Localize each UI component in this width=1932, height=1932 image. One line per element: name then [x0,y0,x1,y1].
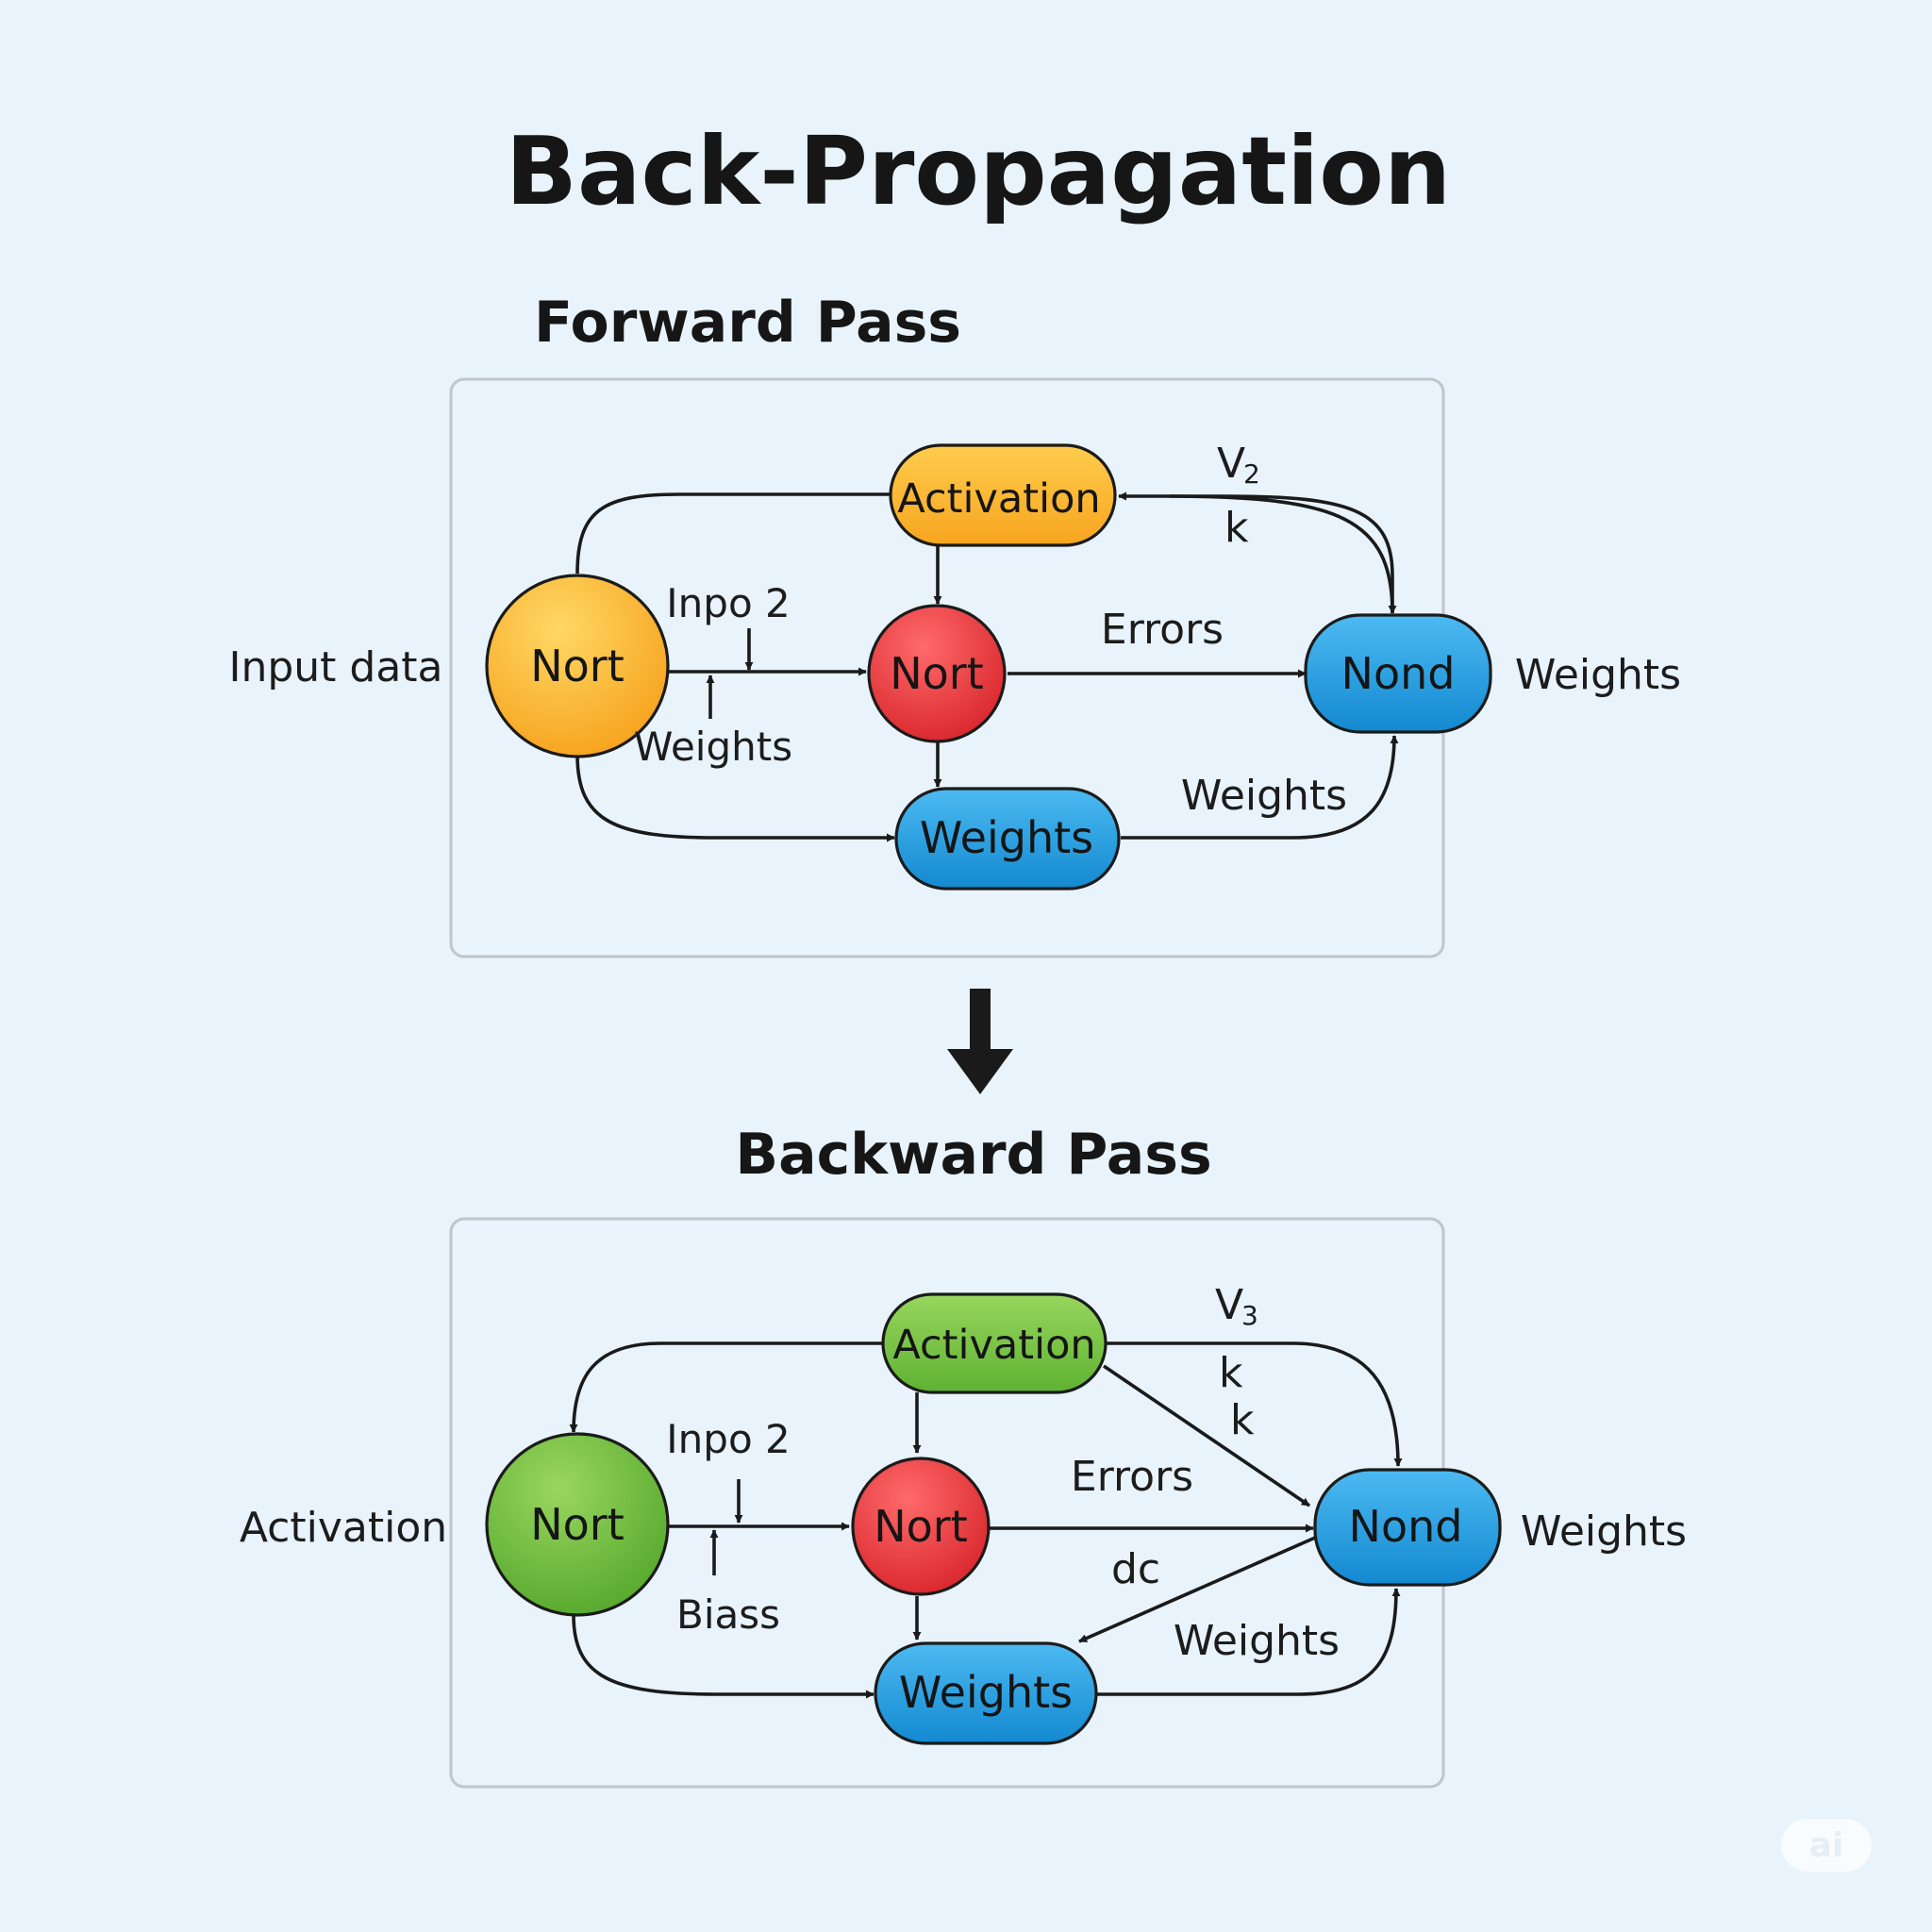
forward-activation-node [889,443,1117,547]
backward-input-node [485,1432,670,1617]
edge-activation-diagonal-to-output [1102,1364,1311,1507]
forward-pass-edges [575,491,1399,842]
backward-activation-node [881,1292,1108,1394]
backward-output-node [1313,1468,1502,1587]
watermark-badge: ai [1781,1819,1872,1872]
forward-side-right-label: Weights [1515,651,1681,699]
forward-k-label: k [1224,504,1249,552]
forward-output-node-label: Nond [1341,648,1456,699]
edge-output-to-weights-dc [1078,1536,1316,1643]
edge-activation-to-output [1118,491,1394,613]
backward-v-subscript: 3 [1241,1300,1258,1331]
forward-weights-node [894,787,1121,891]
forward-pass-nodes: Activation Nort Nort Nond Weights [485,443,1492,891]
forward-weights-right-label: Weights [1181,772,1347,820]
backward-pass-edges [569,1341,1403,1699]
forward-activation-label: Activation [897,475,1100,523]
edge-activation-to-output-top [1106,1341,1403,1467]
backward-input-node-label: Nort [530,1499,625,1550]
edge-input-to-activation [575,492,891,575]
backward-k-label-2: k [1230,1396,1255,1444]
forward-v-subscript: 2 [1243,458,1260,490]
transition-arrow-head [947,1049,1013,1094]
forward-inpo-label: Inpo 2 [666,580,790,626]
forward-pass-labels: Input data Weights V 2 k Inpo 2 Weights … [228,440,1681,820]
forward-hidden-node [867,604,1007,743]
forward-v-label: V [1217,440,1245,488]
forward-pass-heading: Forward Pass [534,290,961,356]
forward-errors-label: Errors [1101,606,1224,654]
transition-arrow [947,989,1013,1094]
backward-errors-label: Errors [1071,1453,1193,1501]
backward-inpo-label: Inpo 2 [666,1416,790,1462]
backward-hidden-node-label: Nort [874,1501,968,1552]
edge-input-to-weights-back [572,1614,874,1699]
forward-weights-small-label: Weights [634,724,792,770]
page-title: Back-Propagation [506,116,1451,226]
backward-pass-labels: Activation Weights V 3 k k Inpo 2 Biass … [240,1281,1687,1665]
backward-k-label-1: k [1219,1349,1243,1397]
backward-weights-node [874,1641,1098,1745]
backward-weights-right-label: Weights [1174,1617,1340,1665]
watermark-background [1781,1819,1872,1872]
forward-input-node [485,574,670,758]
backward-hidden-node [851,1457,991,1596]
backward-v-label: V [1215,1281,1243,1329]
transition-arrow-shaft [970,989,991,1055]
backward-weights-node-label: Weights [899,1667,1073,1718]
forward-output-node [1304,613,1492,734]
edge-input-to-weights [575,754,895,842]
edge-v2-to-output [1169,494,1397,614]
backward-side-right-label: Weights [1521,1507,1687,1556]
edge-weights-to-output [1121,735,1399,840]
forward-input-node-label: Nort [530,641,625,691]
watermark-text: ai [1809,1826,1844,1865]
backward-activation-label: Activation [892,1322,1095,1369]
edge-weights-to-output-back [1096,1588,1401,1696]
backward-pass-nodes: Activation Nort Nort Nond Weights [485,1292,1502,1745]
forward-side-left-label: Input data [228,643,442,691]
backward-dc-label: dc [1111,1545,1160,1593]
backward-side-left-label: Activation [240,1504,447,1552]
backward-output-node-label: Nond [1349,1501,1463,1552]
backward-pass-heading: Backward Pass [735,1122,1211,1188]
edge-activation-to-input [569,1341,885,1433]
forward-hidden-node-label: Nort [890,648,984,699]
backward-biass-label: Biass [676,1591,780,1638]
forward-weights-node-label: Weights [920,812,1093,863]
